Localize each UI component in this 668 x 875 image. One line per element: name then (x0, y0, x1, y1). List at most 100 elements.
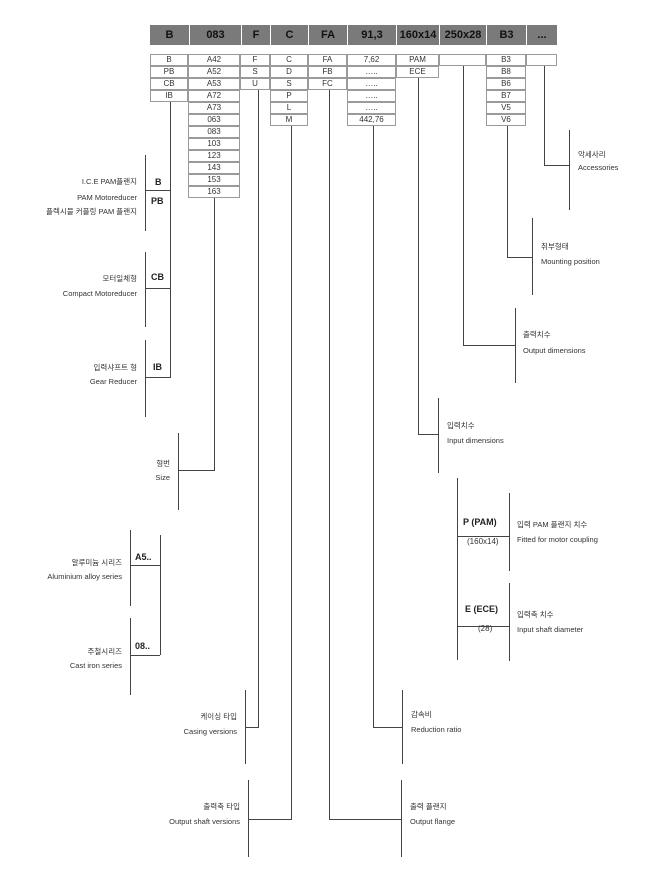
connector-line (544, 165, 569, 166)
ice-pam-label-ko2: 플렉시블 커플링 PAM 플랜지 (46, 207, 137, 216)
type-cell: CB (150, 78, 188, 90)
ratio-cell: ….. (347, 66, 396, 78)
connector-line (457, 626, 509, 627)
cast-code: 08.. (135, 641, 151, 651)
output-flange-label-en: Output flange (410, 817, 456, 826)
bracket-line (401, 780, 402, 857)
mounting-cell: B7 (486, 90, 526, 102)
accessories-cell (526, 54, 557, 66)
connector-line (130, 655, 160, 656)
connector-line (258, 90, 259, 728)
connector-line (329, 819, 401, 820)
casing-cell: U (240, 78, 270, 90)
ratio-label-ko: 감속비 (411, 710, 432, 719)
compact-label-ko: 모터일체형 (102, 274, 138, 283)
ice-pam-label-ko: I.C.E PAM플랜지 (81, 177, 137, 186)
pam-label-en: Fitted for motor coupling (517, 535, 598, 544)
size-cell: 153 (188, 174, 240, 186)
connector-line (457, 536, 509, 537)
header-size: 083 (190, 25, 242, 45)
size-cell: A52 (188, 66, 240, 78)
size-cell: A53 (188, 78, 240, 90)
connector-line (418, 78, 419, 435)
type-code-pb: PB (151, 196, 164, 206)
size-cell: A72 (188, 90, 240, 102)
output-dim-label-ko: 출력치수 (523, 330, 551, 339)
compact-label-en: Compact Motoreducer (62, 289, 137, 298)
connector-line (291, 126, 292, 820)
header-mounting: B3 (487, 25, 527, 45)
size-cell: A42 (188, 54, 240, 66)
ratio-cell: ….. (347, 102, 396, 114)
size-cell: 163 (188, 186, 240, 198)
output-shaft-label-ko: 출력축 타입 (203, 802, 240, 811)
input-cell: ECE (396, 66, 439, 78)
size-cell: 063 (188, 114, 240, 126)
output-shaft-cell: P (270, 90, 308, 102)
ice-pam-label-en: PAM Motoreducer (77, 193, 137, 202)
bracket-line (569, 130, 570, 210)
header-input: 160x14 (397, 25, 440, 45)
connector-line (507, 257, 532, 258)
connector-line (248, 819, 292, 820)
mounting-label-ko: 취부형태 (541, 242, 569, 251)
input-options-bracket (457, 478, 458, 660)
output-shaft-cell: C (270, 54, 308, 66)
type-code-b: B (155, 177, 162, 187)
connector-line (145, 288, 171, 289)
connector-line (214, 198, 215, 471)
connector-line (373, 727, 402, 728)
type-cell: PB (150, 66, 188, 78)
connector-line (463, 345, 515, 346)
type-code-cb: CB (151, 272, 164, 282)
accessories-label-ko: 악세사리 (578, 150, 606, 159)
input-dim-label-en: Input dimensions (447, 436, 504, 445)
connector-line (130, 565, 160, 566)
mounting-cell: V6 (486, 114, 526, 126)
bracket-line (178, 433, 179, 510)
casing-label-en: Casing versions (183, 727, 237, 736)
bracket-line (402, 690, 403, 764)
connector-line (463, 66, 464, 346)
output-flange-label-ko: 출력 플랜지 (410, 802, 447, 811)
mounting-label-en: Mounting position (541, 257, 600, 266)
alu-code: A5.. (135, 552, 152, 562)
size-cell: 143 (188, 162, 240, 174)
bracket-line (509, 583, 510, 661)
ece-code: E (ECE) (465, 604, 499, 614)
output-flange-cell: FB (308, 66, 347, 78)
gear-label-en: Gear Reducer (89, 377, 137, 386)
output-shaft-cell: S (270, 78, 308, 90)
pam-sub: (160x14) (467, 537, 499, 546)
input-cell: PAM (396, 54, 439, 66)
casing-label-ko: 케이싱 타입 (200, 712, 237, 721)
header-type: B (150, 25, 190, 45)
size-cell: 083 (188, 126, 240, 138)
size-label-en: Size (155, 473, 170, 482)
casing-cell: F (240, 54, 270, 66)
bracket-line (130, 618, 131, 695)
ece-label-en: Input shaft diameter (517, 625, 584, 634)
output-flange-cell: FC (308, 78, 347, 90)
bracket-line (438, 398, 439, 473)
output-shaft-label-en: Output shaft versions (169, 817, 240, 826)
header-accessories: ... (527, 25, 558, 45)
output-shaft-cell: D (270, 66, 308, 78)
type-code-ib: IB (153, 362, 162, 372)
bracket-line (145, 252, 146, 327)
connector-line (245, 727, 259, 728)
bracket-line (248, 780, 249, 857)
output-dim-cell (439, 54, 486, 66)
bracket-line (532, 218, 533, 295)
connector-line (544, 66, 545, 166)
ratio-cell: ….. (347, 90, 396, 102)
header-ratio: 91,3 (348, 25, 397, 45)
pam-label-ko: 입력 PAM 플랜지 치수 (517, 520, 588, 529)
size-options-bracket (160, 535, 161, 655)
mounting-cell: B3 (486, 54, 526, 66)
bracket-line (515, 308, 516, 383)
type-cell: B (150, 54, 188, 66)
header-output-dim: 250x28 (440, 25, 487, 45)
alu-label-en: Aluminium alloy series (47, 572, 122, 581)
output-shaft-cell: M (270, 114, 308, 126)
